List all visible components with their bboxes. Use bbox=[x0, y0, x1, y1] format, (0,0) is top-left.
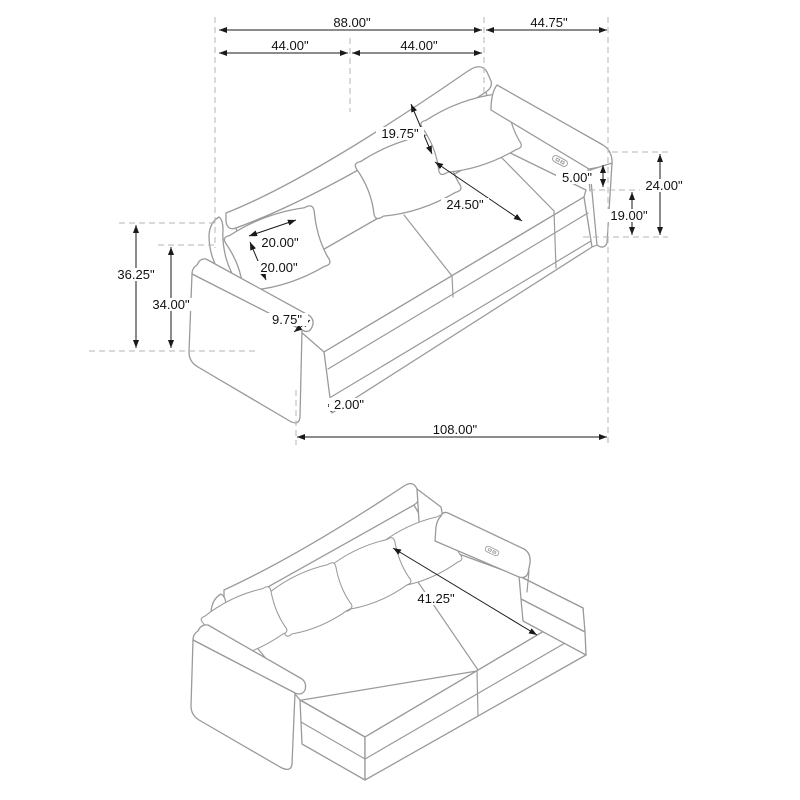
dim-base-clearance: 2.00" bbox=[334, 397, 364, 412]
dimension-annotations-sofa-bed: 41.25" bbox=[392, 547, 538, 636]
dim-pillow-height: 20.00" bbox=[260, 260, 298, 275]
dim-overall-height: 36.25" bbox=[117, 267, 155, 282]
dim-back-cushion-diag: 19.75" bbox=[381, 126, 419, 141]
dim-seat-width-right: 44.00" bbox=[400, 38, 438, 53]
bed-front-vertical-seam bbox=[476, 670, 479, 717]
sofa-seat-seam bbox=[403, 214, 454, 298]
dim-arm-top-width: 9.75" bbox=[272, 312, 302, 327]
sofa-line-art bbox=[188, 66, 613, 424]
dim-seat-depth: 24.50" bbox=[446, 197, 484, 212]
dim-pillow-width: 20.00" bbox=[261, 235, 299, 250]
bed-front-face-seam bbox=[364, 631, 585, 760]
sofa-base-rail-line bbox=[330, 240, 592, 398]
bed-left-arm-top bbox=[192, 624, 307, 695]
dim-arm-above-seat: 5.00" bbox=[562, 170, 592, 185]
sofa-left-arm-outer bbox=[188, 273, 303, 424]
sofa-front-rail-line bbox=[327, 212, 589, 370]
dim-line-sleeper-extension bbox=[392, 547, 538, 636]
dim-back-height: 34.00" bbox=[152, 297, 190, 312]
dimension-annotations-sofa: 88.00" 44.75" 44.00" 44.00" 36.25" 34.00… bbox=[112, 15, 688, 441]
dim-overall-length: 108.00" bbox=[433, 422, 478, 437]
dim-chaise-width: 44.75" bbox=[530, 15, 568, 30]
bed-pullout-edge bbox=[301, 670, 478, 701]
dim-line-pillow-width bbox=[248, 219, 297, 237]
sofa-base-corner-line bbox=[591, 244, 598, 248]
bed-left-face-seam bbox=[300, 721, 366, 760]
dim-arm-height: 24.00" bbox=[645, 178, 683, 193]
dim-seat-height: 19.00" bbox=[610, 208, 648, 223]
extension-lines bbox=[89, 17, 668, 445]
dim-seat-width-left: 44.00" bbox=[271, 38, 309, 53]
dim-line-seat-depth bbox=[434, 161, 523, 222]
sofa-bed-line-art bbox=[190, 482, 587, 781]
dim-sleeper-extension: 41.25" bbox=[417, 591, 455, 606]
dim-overall-width-back: 88.00" bbox=[333, 15, 371, 30]
bed-left-arm-outer bbox=[190, 639, 296, 771]
usb-port-icon bbox=[550, 153, 570, 169]
